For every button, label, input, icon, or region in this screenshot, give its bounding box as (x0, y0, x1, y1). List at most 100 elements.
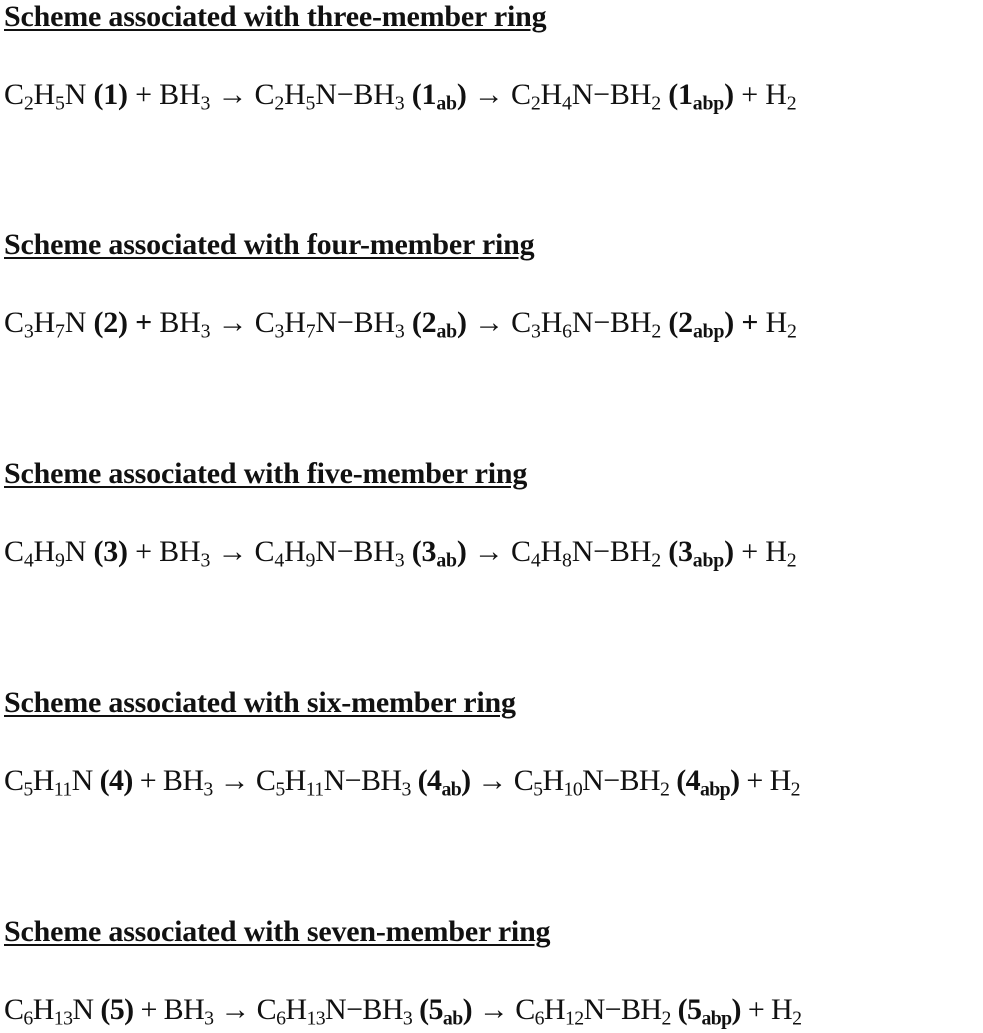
formula-text: H (542, 764, 564, 797)
subscript: 6 (534, 1007, 545, 1030)
formula-text: H (543, 993, 566, 1026)
reaction-equation: C4H9N (3) + BH3 → C4H9N−BH3 (3ab) → C4H8… (4, 535, 797, 572)
compound-label: (4 (417, 764, 442, 797)
subscript: 2 (530, 92, 541, 115)
subscript: 2 (651, 92, 661, 115)
formula-text: BH (152, 306, 201, 339)
formula-text: C (4, 764, 24, 797)
formula-text: C (4, 306, 24, 339)
compound-label: ) (724, 78, 734, 111)
formula-text: N (64, 306, 94, 339)
formula-text: N−BH (571, 78, 652, 111)
compound-label: (2 (411, 306, 437, 339)
subscript: 10 (563, 778, 583, 801)
scheme-heading: Scheme associated with three-member ring (4, 0, 547, 33)
compound-label-subscript: abp (692, 92, 725, 115)
reaction-equation: C3H7N (2) + BH3 → C3H7N−BH3 (2ab) → C3H6… (4, 306, 797, 343)
formula-text: + BH (133, 993, 205, 1026)
compound-label: (2) + (93, 306, 153, 339)
compound-label: ) (462, 993, 473, 1026)
formula-text: N−BH (571, 306, 652, 339)
subscript: 3 (394, 320, 405, 343)
subscript: 8 (562, 549, 572, 572)
compound-label: (3 (668, 535, 693, 568)
subscript: 2 (787, 320, 797, 343)
subscript: 7 (305, 320, 316, 343)
reaction-equation: C5H11N (4) + BH3 → C5H11N−BH3 (4ab) → C5… (4, 764, 801, 801)
formula-text: N−BH (315, 535, 395, 568)
formula-text: H (285, 993, 307, 1026)
compound-label-subscript: ab (436, 320, 457, 343)
formula-text: N−BH (315, 78, 395, 111)
subscript: 13 (53, 1007, 73, 1030)
subscript: 2 (790, 778, 801, 801)
subscript: 2 (659, 778, 670, 801)
formula-text: H (540, 535, 563, 568)
subscript: 3 (402, 1007, 413, 1030)
compound-label-subscript: abp (692, 320, 725, 343)
formula-text: → C (466, 78, 531, 111)
formula-text: + H (733, 535, 787, 568)
formula-text: N−BH (571, 535, 652, 568)
subscript: 13 (306, 1007, 326, 1030)
formula-text: + BH (127, 78, 201, 111)
formula-text: + BH (132, 764, 204, 797)
formula-text: N−BH (325, 993, 403, 1026)
compound-label: ) (456, 535, 467, 568)
formula-text: N−BH (583, 993, 662, 1026)
formula-text: H (758, 306, 788, 339)
formula-text (404, 535, 411, 568)
compound-label: (3 (411, 535, 437, 568)
subscript: 5 (23, 778, 33, 801)
subscript: 3 (204, 1007, 214, 1030)
formula-text: N−BH (582, 764, 660, 797)
compound-label: (5 (419, 993, 443, 1026)
subscript: 6 (276, 1007, 286, 1030)
compound-label: (4 (676, 764, 700, 797)
formula-text: N (64, 78, 94, 111)
formula-text: N−BH (323, 764, 402, 797)
compound-label-subscript: ab (436, 92, 457, 115)
compound-label: ) (461, 764, 471, 797)
compound-label: (5 (677, 993, 702, 1026)
formula-text: H (284, 306, 306, 339)
formula-text: + H (740, 993, 793, 1026)
subscript: 5 (54, 92, 65, 115)
subscript: 3 (200, 320, 211, 343)
subscript: 3 (200, 549, 211, 572)
compound-label: ) (456, 306, 467, 339)
formula-text: N−BH (315, 306, 395, 339)
compound-label: ) (724, 535, 734, 568)
formula-text: → C (210, 306, 275, 339)
subscript: 7 (54, 320, 65, 343)
subscript: 3 (274, 320, 285, 343)
reaction-equation: C6H13N (5) + BH3 → C6H13N−BH3 (5ab) → C6… (4, 993, 802, 1030)
formula-text: → C (210, 535, 275, 568)
subscript: 3 (401, 778, 411, 801)
subscript: 2 (786, 549, 797, 572)
compound-label-subscript: ab (436, 549, 457, 572)
scheme-heading: Scheme associated with seven-member ring (4, 915, 551, 948)
subscript: 2 (792, 1007, 802, 1030)
formula-text: C (4, 993, 24, 1026)
scheme-heading: Scheme associated with six-member ring (4, 686, 516, 719)
formula-text: H (33, 306, 56, 339)
formula-text: H (284, 78, 306, 111)
formula-text: N (72, 993, 101, 1026)
compound-label: (4) (99, 764, 134, 797)
formula-text: N (71, 764, 100, 797)
formula-text: + H (739, 764, 791, 797)
formula-text (405, 306, 412, 339)
subscript: 9 (305, 549, 316, 572)
formula-text (671, 993, 678, 1026)
subscript: 4 (274, 549, 285, 572)
compound-label: (1 (411, 78, 437, 111)
compound-label: ) (731, 993, 742, 1026)
compound-label: (5) (100, 993, 134, 1026)
subscript: 4 (562, 92, 572, 115)
subscript: 9 (54, 549, 65, 572)
subscript: 6 (562, 320, 572, 343)
scheme-heading: Scheme associated with four-member ring (4, 228, 535, 261)
formula-text: + BH (127, 535, 201, 568)
formula-text: → C (470, 764, 534, 797)
